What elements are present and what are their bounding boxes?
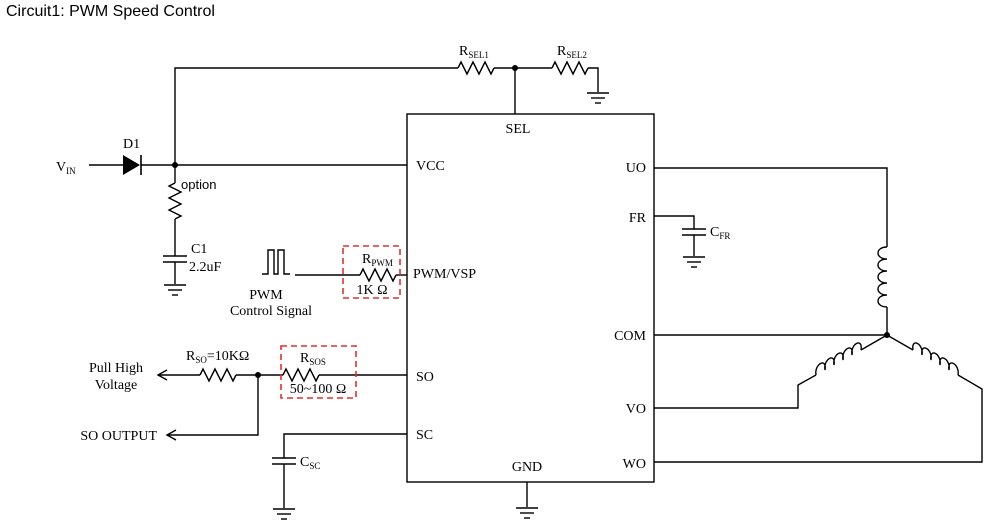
pwm-signal-label-2: Control Signal — [230, 304, 312, 319]
pin-vcc: VCC — [416, 159, 445, 174]
ground-symbol — [164, 284, 186, 296]
rsel1-resistor — [457, 60, 495, 76]
d1-label: D1 — [123, 137, 140, 152]
rpwm-label: RPWM — [362, 252, 393, 268]
ground-symbol — [683, 256, 705, 268]
pull-high-label-2: Voltage — [95, 378, 138, 393]
rpwm-value: 1K Ω — [356, 283, 387, 298]
rpwm-highlight-box — [342, 245, 401, 299]
rsos-highlight-box — [280, 345, 357, 399]
pin-gnd: GND — [512, 460, 542, 475]
pin-fr: FR — [629, 211, 647, 226]
rsos-label: RSOS — [300, 351, 326, 367]
vin-label: VIN — [56, 160, 76, 176]
pull-high-label-1: Pull High — [89, 361, 143, 376]
ic-body — [406, 113, 655, 483]
so-output-label: SO OUTPUT — [80, 429, 157, 444]
pin-com: COM — [614, 329, 646, 344]
pwm-waveform-icon — [262, 249, 290, 275]
motor-coil-u — [877, 246, 888, 308]
rsel-network — [174, 60, 609, 163]
rso-resistor — [199, 367, 237, 383]
rsel1-label: RSEL1 — [459, 44, 489, 60]
pwm-signal-label-1: PWM — [249, 288, 283, 303]
arrow-left-icon — [165, 429, 177, 441]
motor-coil-w — [912, 342, 959, 376]
pin-so: SO — [416, 370, 434, 385]
c1-value: 2.2uF — [189, 260, 222, 275]
page-title: Circuit1: PWM Speed Control — [6, 3, 215, 20]
rsel2-resistor — [551, 60, 589, 76]
rpwm-resistor — [359, 267, 397, 283]
pin-vo: VO — [626, 402, 646, 417]
motor-coil-v — [815, 342, 862, 376]
rsos-value: 50~100 Ω — [290, 382, 346, 397]
csc-label: CSC — [300, 455, 320, 471]
capacitor-csc — [272, 457, 296, 465]
capacitor-cfr — [682, 228, 706, 236]
pin-sc: SC — [416, 428, 433, 443]
cfr-label: CFR — [710, 225, 730, 241]
capacitor-c1 — [163, 255, 187, 263]
rsel2-label: RSEL2 — [557, 44, 587, 60]
pin-sel: SEL — [506, 122, 531, 137]
pin-pwm-vsp: PWM/VSP — [413, 267, 476, 282]
motor-windings — [654, 167, 983, 463]
ground-symbol — [273, 508, 295, 520]
pin-wo: WO — [623, 457, 646, 472]
option-label: option — [181, 177, 216, 192]
c1-label: C1 — [191, 242, 207, 257]
option-resistor — [167, 182, 183, 220]
junction-dot — [512, 65, 518, 71]
diode-d1 — [123, 155, 142, 175]
rsos-resistor — [282, 367, 320, 383]
pin-uo: UO — [626, 161, 646, 176]
ground-symbol — [516, 507, 538, 519]
rso-label: RSO=10KΩ — [186, 349, 249, 365]
ground-symbol — [587, 92, 609, 104]
